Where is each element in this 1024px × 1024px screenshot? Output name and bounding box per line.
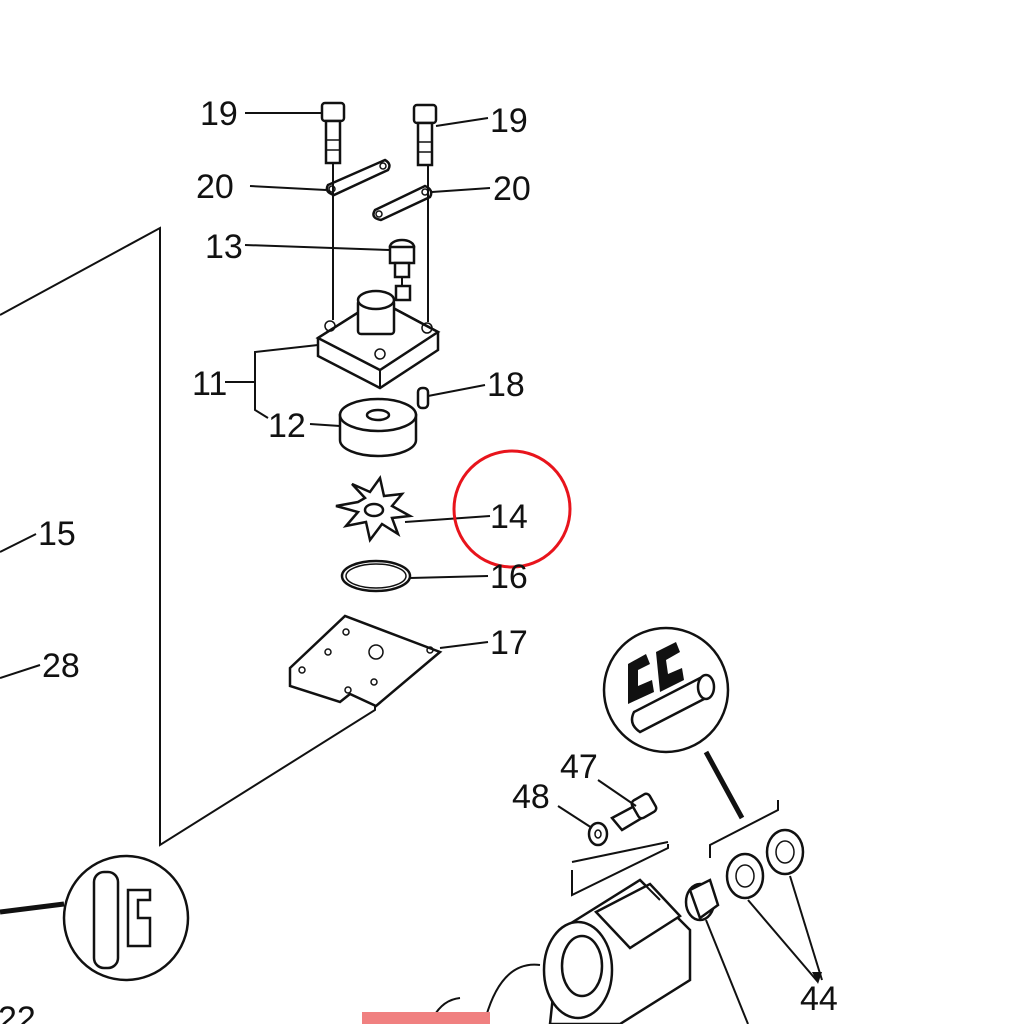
label-28: 28: [42, 647, 80, 685]
label-13: 13: [205, 228, 243, 266]
leader-15: [0, 533, 37, 553]
washer-20-left: [249, 158, 391, 197]
label-20-left: 20: [196, 168, 234, 206]
washer-48: [557, 805, 609, 847]
label-18: 18: [487, 366, 525, 404]
highlight-circle: [452, 449, 572, 569]
impeller-14: [335, 474, 491, 543]
bracket-47-48-tick: [571, 841, 669, 863]
label-17: 17: [490, 624, 528, 662]
bracket-47-48: [571, 844, 669, 897]
bolt-19-right: [412, 103, 489, 167]
bottom-tag: [362, 1012, 490, 1024]
label-44: 44: [800, 980, 838, 1018]
seals-44: [709, 800, 823, 984]
label-47: 47: [560, 748, 598, 786]
label-19-left: 19: [200, 95, 238, 133]
label-48: 48: [512, 778, 550, 816]
label-12: 12: [268, 407, 306, 445]
gasket-17: [288, 614, 489, 708]
pump-housing-11: [315, 284, 441, 390]
label-11: 11: [192, 365, 227, 403]
label-20-right: 20: [493, 170, 531, 208]
label-22: 22: [0, 1000, 36, 1024]
leader-28: [0, 664, 41, 679]
pin-18: [416, 384, 486, 410]
oring-16: [340, 559, 489, 593]
plug-13: [244, 238, 416, 279]
detail-circle-left: [0, 854, 190, 982]
label-19-right: 19: [490, 102, 528, 140]
label-15: 15: [38, 515, 76, 553]
label-16: 16: [490, 558, 528, 596]
insert-cartridge-12: [309, 397, 418, 458]
bolt-19-left: [245, 101, 346, 165]
washer-20-right: [372, 184, 491, 222]
lower-housing: [542, 878, 692, 1024]
bushing: [684, 878, 749, 1024]
detail-circle-right: [602, 626, 745, 820]
label-14: 14: [490, 498, 528, 536]
bolt-47: [597, 779, 658, 832]
